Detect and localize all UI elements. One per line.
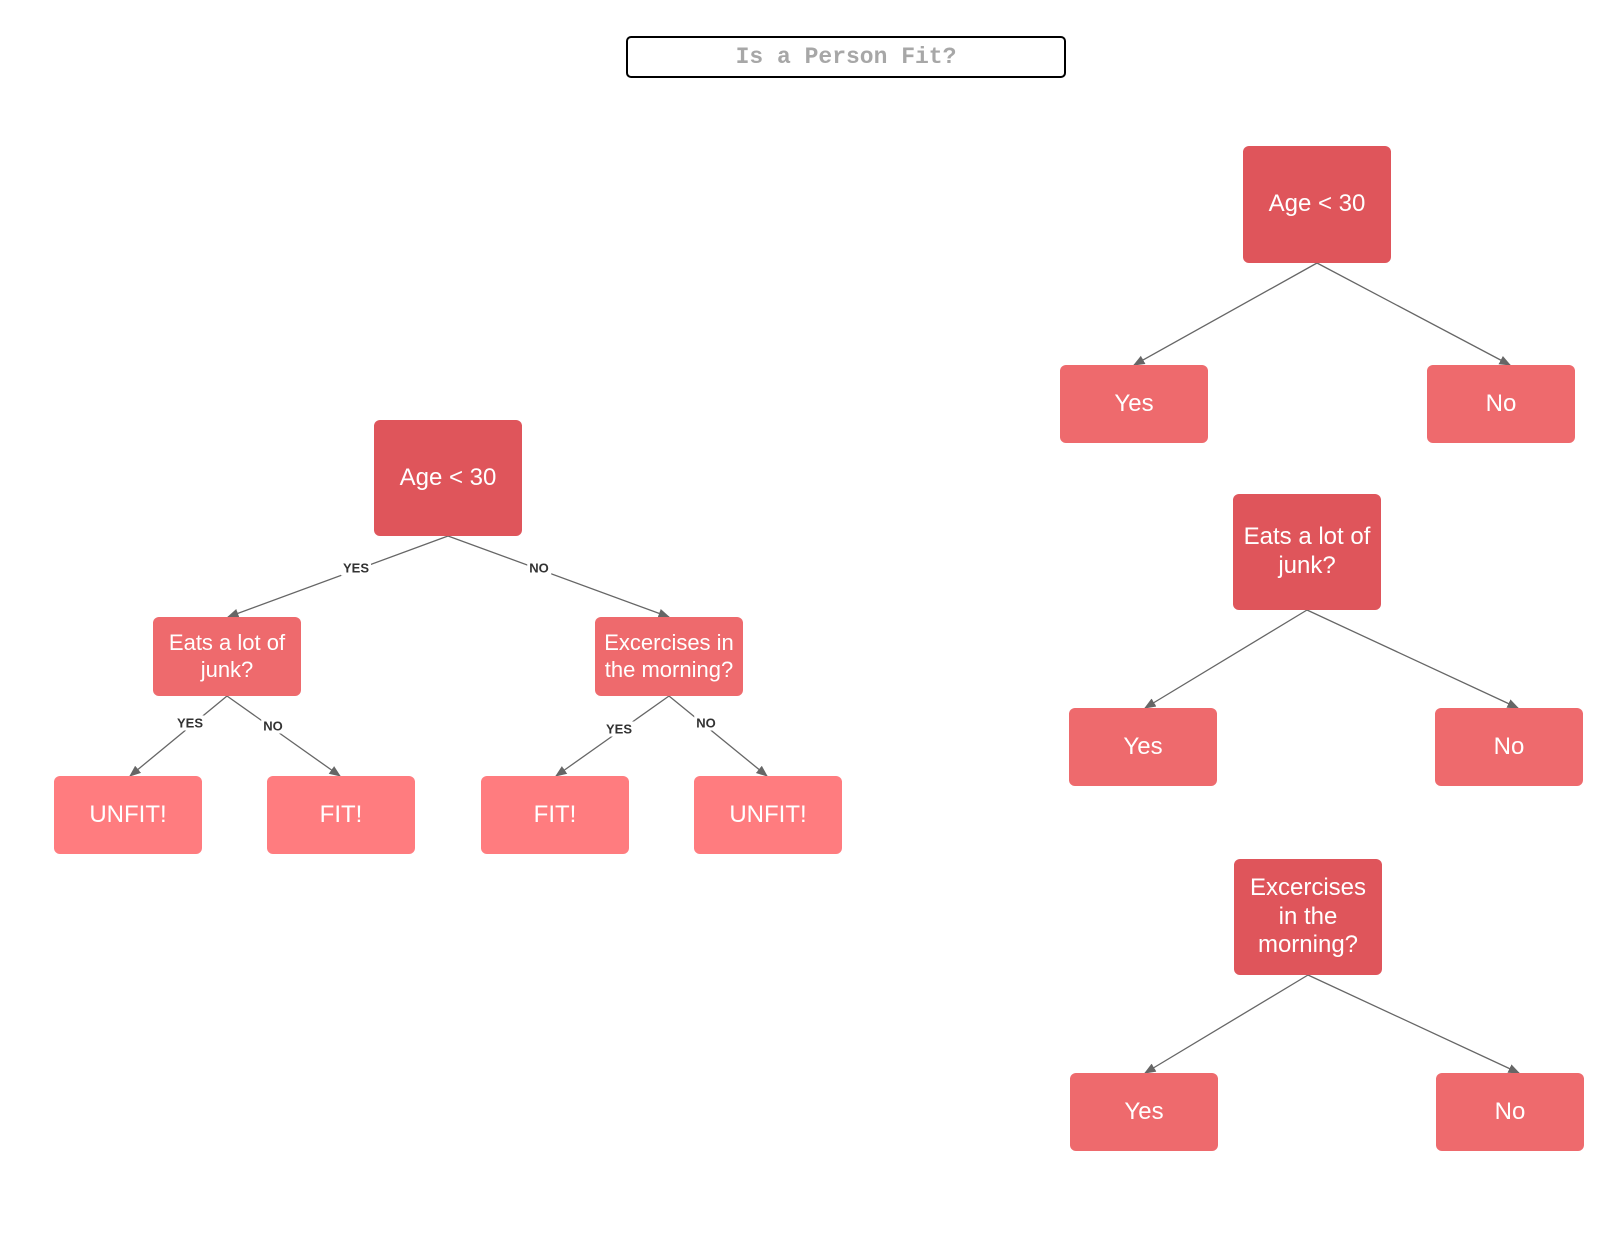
node-result-unfit-left[interactable]: UNFIT! bbox=[54, 776, 202, 854]
edge-legend2-no bbox=[1306, 609, 1520, 709]
legend3-question[interactable]: Excercises in the morning? bbox=[1234, 859, 1382, 975]
edge-legend2-yes bbox=[1143, 609, 1308, 709]
node-exercise-question[interactable]: Excercises in the morning? bbox=[595, 617, 743, 696]
edge-root-to-junk bbox=[226, 535, 449, 618]
legend1-no[interactable]: No bbox=[1427, 365, 1575, 443]
edge-label-root-yes: YES bbox=[340, 560, 372, 576]
edge-legend3-no bbox=[1307, 974, 1521, 1074]
legend3-yes[interactable]: Yes bbox=[1070, 1073, 1218, 1151]
node-result-fit-right[interactable]: FIT! bbox=[481, 776, 629, 854]
legend2-question[interactable]: Eats a lot of junk? bbox=[1233, 494, 1381, 610]
legend2-yes[interactable]: Yes bbox=[1069, 708, 1217, 786]
edge-label-exercise-no: NO bbox=[694, 715, 718, 731]
edge-exercise-to-unfit bbox=[668, 695, 768, 777]
node-result-fit-left[interactable]: FIT! bbox=[267, 776, 415, 854]
diagram-title: Is a Person Fit? bbox=[626, 36, 1066, 78]
edge-label-root-no: NO bbox=[527, 560, 551, 576]
node-result-unfit-right[interactable]: UNFIT! bbox=[694, 776, 842, 854]
edge-root-to-exercise bbox=[447, 535, 671, 618]
legend2-no[interactable]: No bbox=[1435, 708, 1583, 786]
legend1-yes[interactable]: Yes bbox=[1060, 365, 1208, 443]
edge-legend3-yes bbox=[1143, 974, 1309, 1074]
edge-label-junk-yes: YES bbox=[174, 715, 206, 731]
edge-label-exercise-yes: YES bbox=[603, 721, 635, 737]
edge-junk-to-unfit bbox=[129, 695, 228, 777]
legend1-question[interactable]: Age < 30 bbox=[1243, 146, 1391, 263]
legend3-no[interactable]: No bbox=[1436, 1073, 1584, 1151]
node-junk-question[interactable]: Eats a lot of junk? bbox=[153, 617, 301, 696]
edge-junk-to-fit bbox=[226, 695, 341, 777]
edge-label-junk-no: NO bbox=[261, 718, 285, 734]
edge-legend1-no bbox=[1316, 262, 1512, 366]
edge-legend1-yes bbox=[1132, 262, 1318, 366]
node-root-age[interactable]: Age < 30 bbox=[374, 420, 522, 536]
